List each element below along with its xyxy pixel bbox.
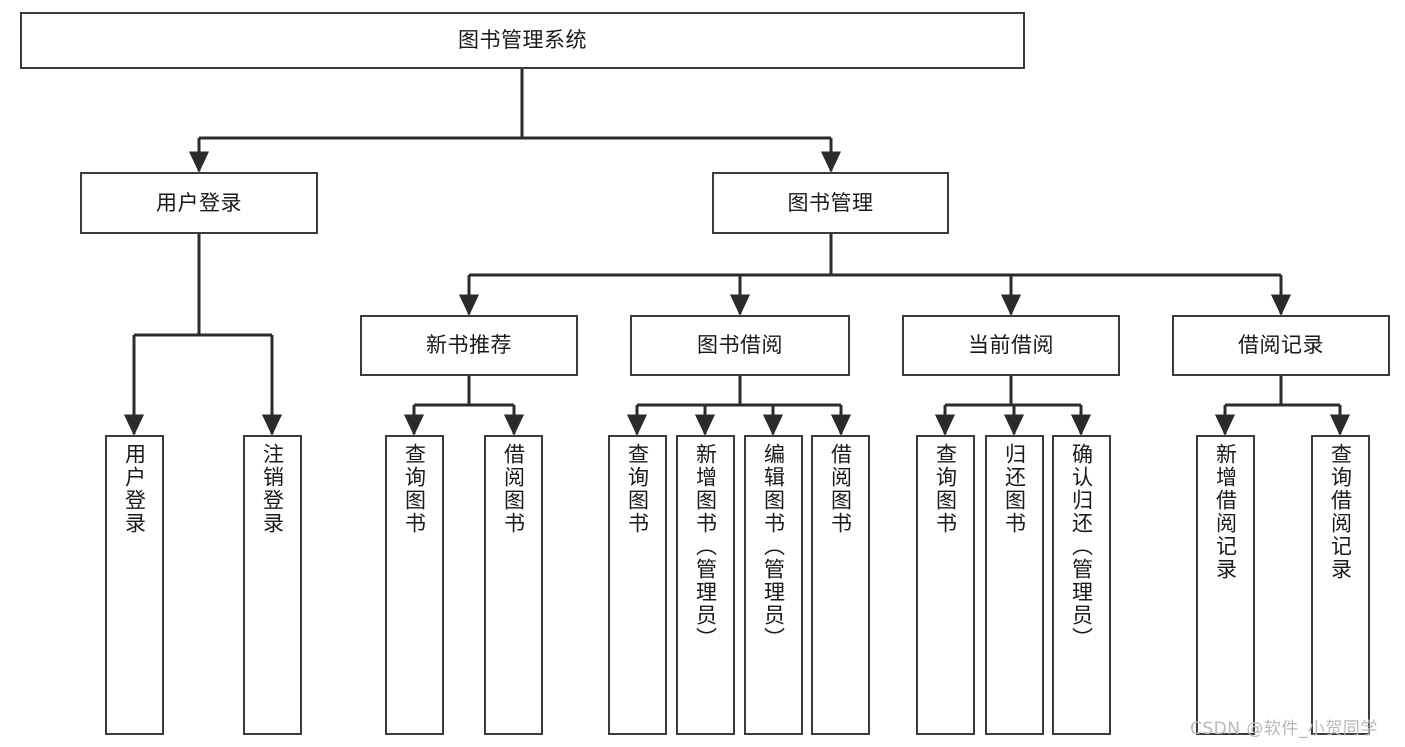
node-book-borrow[interactable]: 图书借阅 (630, 315, 850, 376)
node-leaf-logout[interactable]: 注销登录 (243, 435, 302, 735)
node-leaf-borrow-book-a-label: 借阅图书 (501, 443, 526, 535)
node-leaf-query-book-c[interactable]: 查询图书 (916, 435, 975, 735)
node-leaf-add-record[interactable]: 新增借阅记录 (1196, 435, 1255, 735)
node-root[interactable]: 图书管理系统 (20, 12, 1025, 69)
csdn-watermark: CSDN @软件_小贺同学 (1190, 719, 1378, 739)
node-book-mgmt[interactable]: 图书管理 (712, 172, 949, 234)
node-leaf-query-book-a[interactable]: 查询图书 (385, 435, 444, 735)
node-leaf-borrow-book-b-label: 借阅图书 (828, 443, 853, 535)
node-user-login[interactable]: 用户登录 (80, 172, 318, 234)
node-book-mgmt-label: 图书管理 (787, 190, 874, 215)
node-leaf-query-book-b-label: 查询图书 (625, 443, 650, 535)
node-borrow-record[interactable]: 借阅记录 (1172, 315, 1390, 376)
node-user-login-label: 用户登录 (156, 190, 242, 215)
node-current-borrow[interactable]: 当前借阅 (902, 315, 1120, 376)
node-book-borrow-label: 图书借阅 (697, 333, 783, 358)
node-leaf-query-book-a-label: 查询图书 (402, 443, 427, 535)
node-root-label: 图书管理系统 (458, 28, 587, 53)
node-leaf-add-book[interactable]: 新增图书（管理员） (676, 435, 735, 735)
node-leaf-query-book-c-label: 查询图书 (933, 443, 958, 535)
node-leaf-confirm-return[interactable]: 确认归还（管理员） (1052, 435, 1111, 735)
node-leaf-user-login[interactable]: 用户登录 (105, 435, 164, 735)
node-new-book-rec[interactable]: 新书推荐 (360, 315, 578, 376)
node-new-book-rec-label: 新书推荐 (426, 333, 512, 358)
node-leaf-borrow-book-a[interactable]: 借阅图书 (484, 435, 543, 735)
node-leaf-logout-label: 注销登录 (260, 443, 285, 535)
node-leaf-query-book-b[interactable]: 查询图书 (608, 435, 667, 735)
node-leaf-edit-book[interactable]: 编辑图书（管理员） (744, 435, 803, 735)
node-leaf-add-record-label: 新增借阅记录 (1213, 443, 1238, 581)
node-leaf-query-record-label: 查询借阅记录 (1328, 443, 1353, 581)
node-leaf-return-book[interactable]: 归还图书 (985, 435, 1044, 735)
node-leaf-edit-book-label: 编辑图书（管理员） (761, 443, 786, 650)
node-leaf-return-book-label: 归还图书 (1002, 443, 1027, 535)
node-leaf-user-login-label: 用户登录 (122, 443, 147, 535)
node-leaf-add-book-label: 新增图书（管理员） (693, 443, 718, 650)
node-leaf-confirm-return-label: 确认归还（管理员） (1069, 443, 1094, 650)
node-borrow-record-label: 借阅记录 (1238, 333, 1324, 358)
node-leaf-query-record[interactable]: 查询借阅记录 (1311, 435, 1370, 735)
node-current-borrow-label: 当前借阅 (968, 333, 1054, 358)
node-leaf-borrow-book-b[interactable]: 借阅图书 (811, 435, 870, 735)
